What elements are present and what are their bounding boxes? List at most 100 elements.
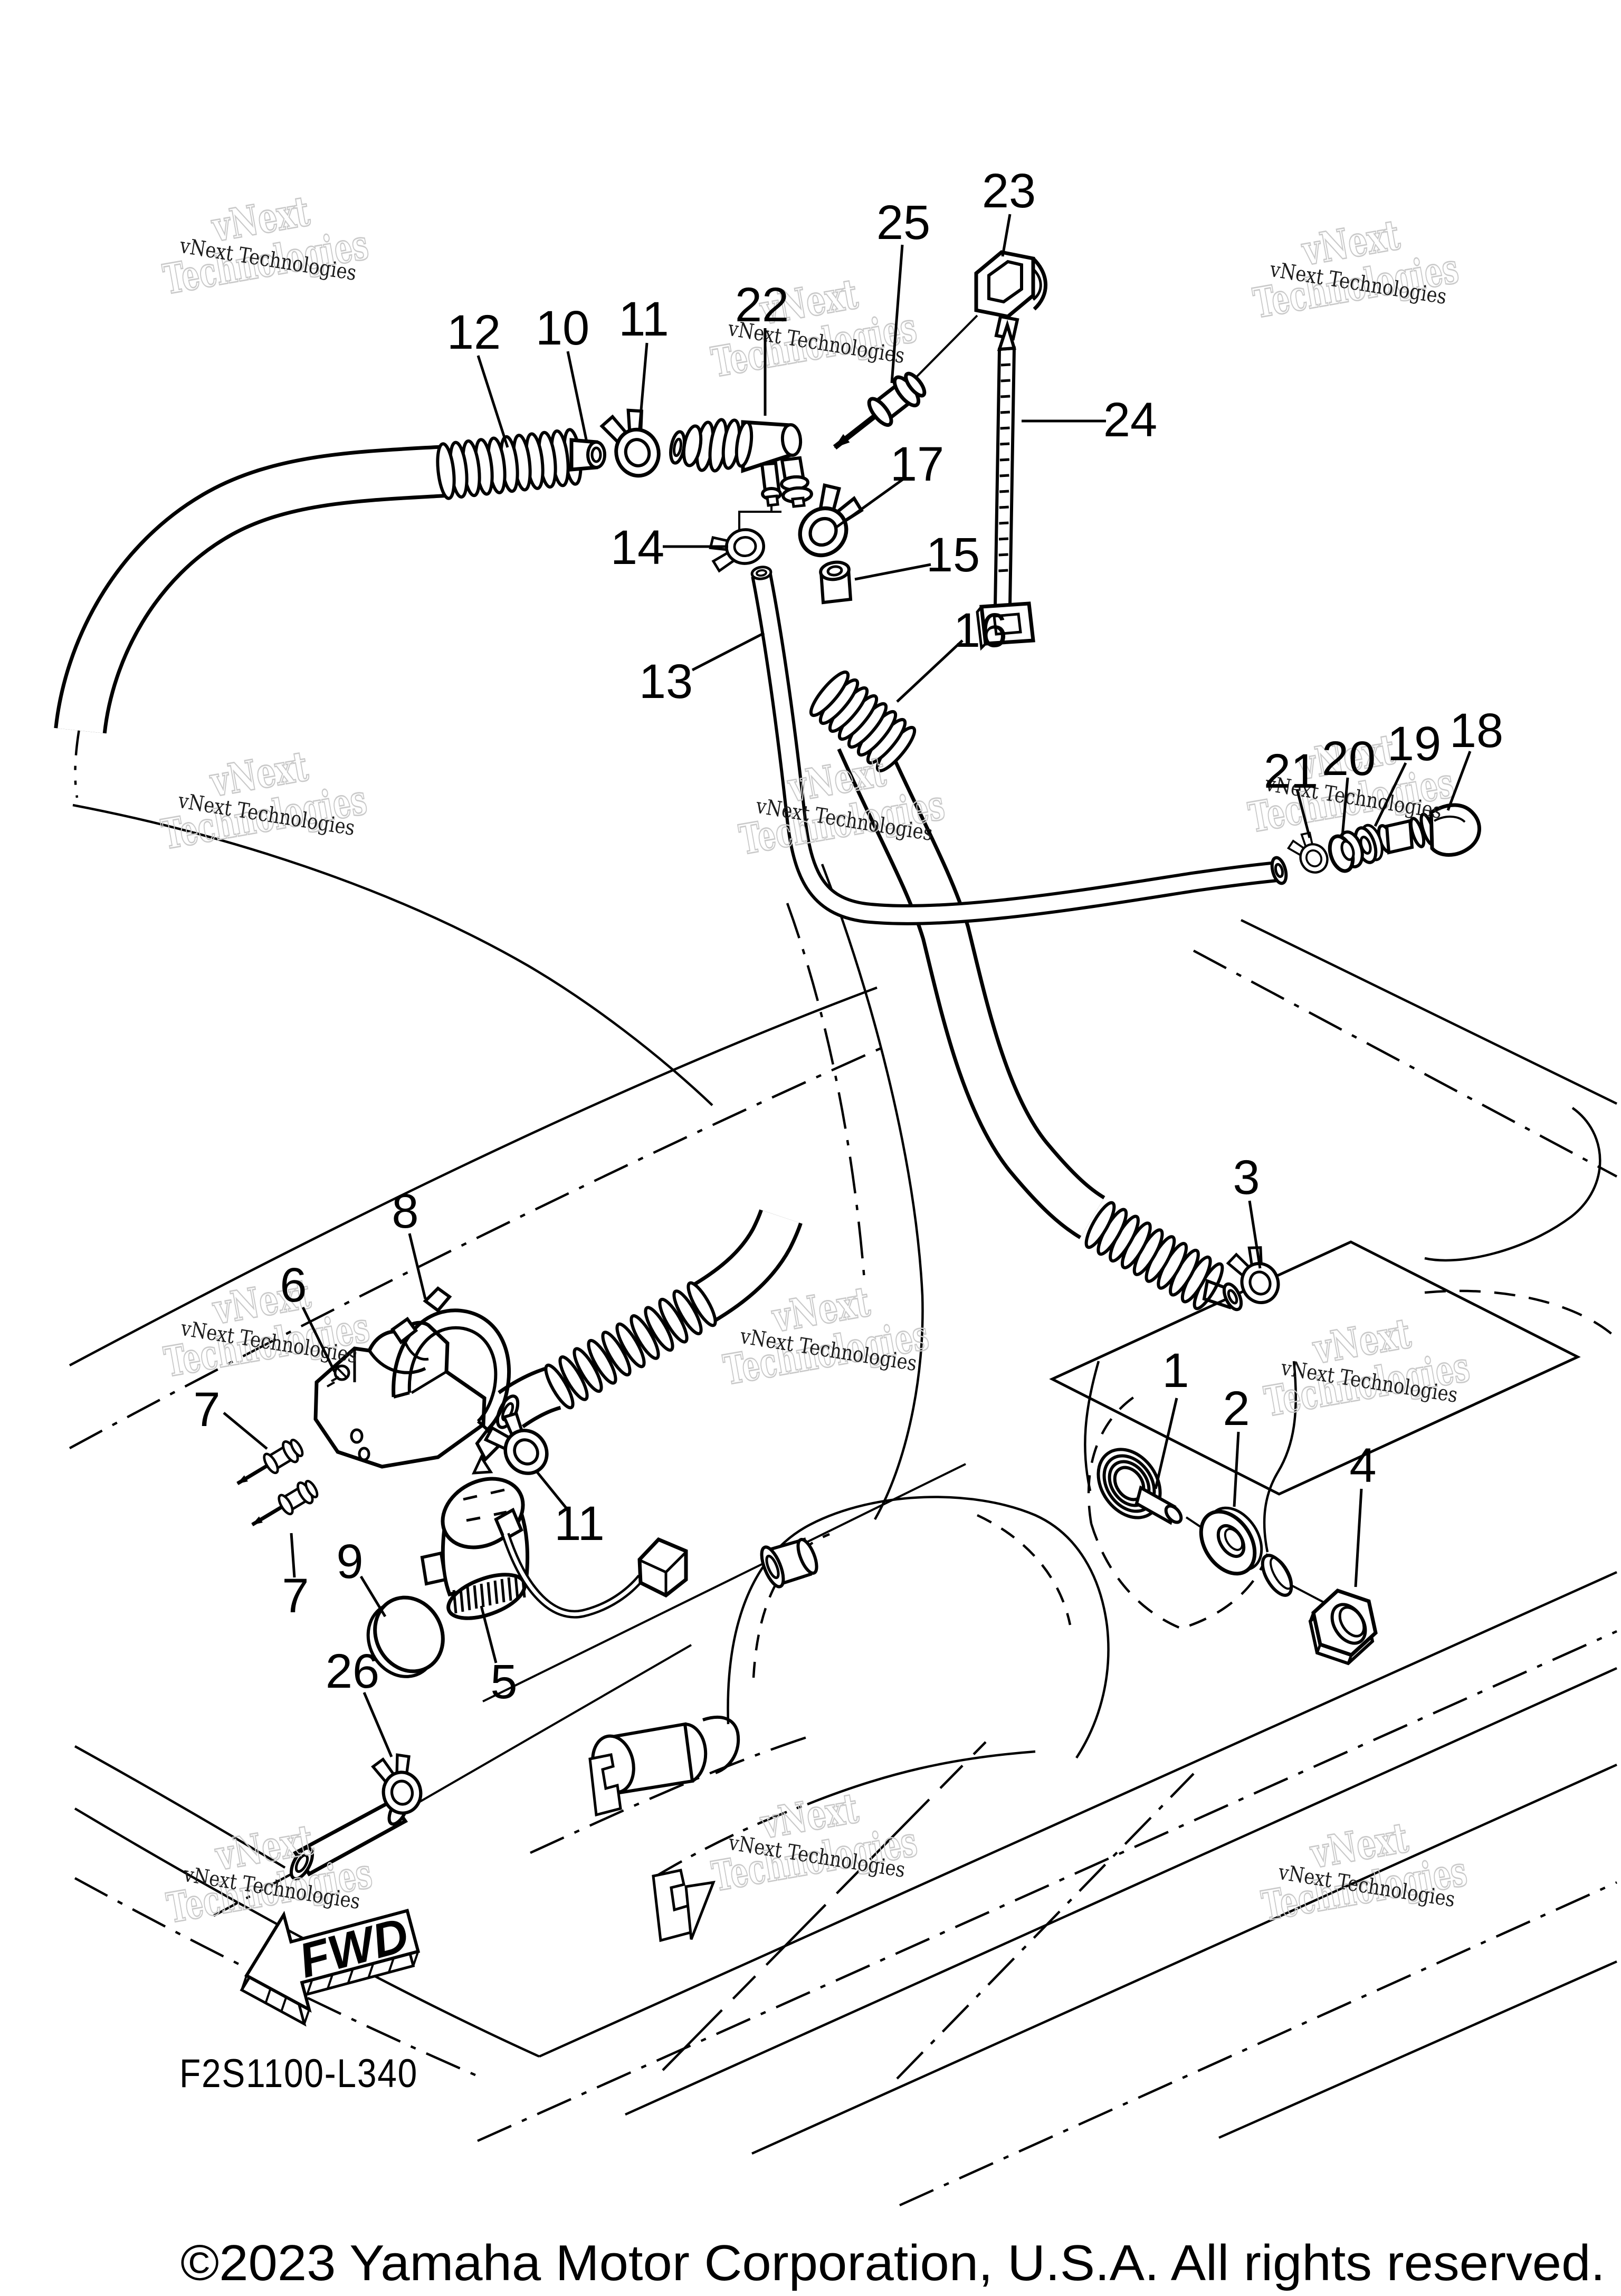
part-15-hose-end <box>819 560 853 605</box>
hose-12-corrugation <box>436 428 583 500</box>
leader-line-10 <box>566 351 588 443</box>
part-icons <box>236 250 1481 1943</box>
part-grommet <box>760 1537 818 1589</box>
part-22-outlet-a <box>760 461 781 493</box>
leader-line-6 <box>301 1306 336 1373</box>
chine-3 <box>625 1667 1617 2116</box>
tube-13 <box>750 566 1288 925</box>
leader-line-11 <box>535 1470 569 1511</box>
callout-17: 17 <box>890 437 944 491</box>
leader-line-8 <box>408 1233 427 1299</box>
part-5-bilge-pump <box>420 1477 688 1620</box>
callout-11: 11 <box>618 292 669 346</box>
deck-line <box>69 986 878 1366</box>
leader-line-7 <box>290 1533 296 1578</box>
part-3-clamp <box>1226 1246 1280 1304</box>
leader-line-3 <box>1248 1200 1262 1269</box>
part-26-clamp <box>371 1753 423 1815</box>
callout-24: 24 <box>1103 393 1157 447</box>
leader-line-1 <box>1154 1398 1178 1489</box>
leader-line-12 <box>476 355 509 448</box>
hoses <box>54 428 1288 1429</box>
leader-line-23 <box>1001 214 1012 257</box>
callout-9: 9 <box>336 1535 363 1589</box>
part-1-drain-fitting <box>1096 1448 1183 1525</box>
gunwale-right-dashdot <box>1193 950 1618 1178</box>
leader-line-20 <box>1341 777 1349 836</box>
bow-bottom-3 <box>74 1745 286 1869</box>
seat-lower-dashdot <box>653 1803 808 1878</box>
callout-1: 1 <box>1162 1344 1189 1398</box>
pump-clip <box>420 1551 447 1586</box>
hose-clamps <box>371 408 1329 1815</box>
hull-clip-b <box>652 1869 694 1943</box>
tube26-tail-dash <box>208 1871 297 1919</box>
part-7-rivet-a <box>236 1439 304 1486</box>
bracket-screw <box>327 1364 350 1388</box>
pump-outlet <box>494 1507 523 1542</box>
pump-hose <box>495 1209 803 1429</box>
callout-23: 23 <box>982 164 1036 218</box>
leader-line-11 <box>638 342 649 429</box>
leader-line-18 <box>1446 751 1472 811</box>
part-11-clamp-b <box>483 1411 549 1475</box>
callout-7: 7 <box>282 1569 309 1623</box>
leader-line-4 <box>1354 1488 1363 1587</box>
callout-22: 22 <box>735 278 789 332</box>
chine-5 <box>899 1881 1617 2207</box>
stern-dash <box>1424 1289 1617 1338</box>
leader-line-17 <box>835 477 904 529</box>
callout-26: 26 <box>326 1644 379 1698</box>
part-10-pipe <box>569 438 606 472</box>
recess-wavy-left <box>1084 1361 1100 1491</box>
hose12-tail-dash <box>74 729 81 798</box>
leader-line-13 <box>691 632 765 672</box>
deck-centerline <box>69 1043 890 1449</box>
recess-dash-left <box>1087 1393 1140 1524</box>
leader-line-9 <box>359 1575 387 1618</box>
part-2-washer <box>1199 1506 1263 1576</box>
seat-lower-edge <box>807 1750 1036 1806</box>
part-22-fitting <box>669 418 813 508</box>
hull-outlet-cylinder <box>588 1715 740 1943</box>
keel-line1 <box>662 1741 987 2071</box>
part-11-clamp <box>599 408 661 478</box>
seat-hump <box>727 1496 1110 1759</box>
part-18-thru-hull-fitting <box>1377 803 1481 857</box>
callout-12: 12 <box>447 305 501 359</box>
part-26-tube <box>289 1795 409 1881</box>
chine-6 <box>1218 1960 1617 2139</box>
part-7-rivet-b <box>251 1480 319 1527</box>
axis-grommet <box>482 1463 966 1702</box>
callout-4: 4 <box>1349 1439 1376 1493</box>
part-21-clamp <box>1286 831 1329 874</box>
copyright-line: ©2023 Yamaha Motor Corporation, U.S.A. A… <box>180 2235 1605 2291</box>
callout-10: 10 <box>536 301 589 355</box>
callout-8: 8 <box>392 1184 418 1238</box>
leader-line-26 <box>363 1692 393 1757</box>
part-17-clamp <box>798 483 864 558</box>
callout-21: 21 <box>1264 744 1318 798</box>
leader-line-15 <box>854 563 931 581</box>
pump-connector <box>637 1537 688 1598</box>
part-4-nut <box>1308 1589 1378 1666</box>
callout-3: 3 <box>1233 1151 1260 1204</box>
chine-1 <box>539 1571 1617 2058</box>
callout-20: 20 <box>1322 732 1376 786</box>
callout-15: 15 <box>926 528 980 582</box>
callout-14: 14 <box>611 521 664 575</box>
part-8-holder-strap <box>390 1286 511 1475</box>
recess-dash-bottom2 <box>1090 1523 1184 1631</box>
callout-7: 7 <box>193 1383 220 1437</box>
callout-5: 5 <box>490 1655 517 1709</box>
callout-6: 6 <box>280 1258 307 1312</box>
stern-hook <box>1424 1107 1601 1262</box>
hull-clip-a <box>588 1753 622 1817</box>
axis-nut4 <box>1286 1582 1329 1606</box>
